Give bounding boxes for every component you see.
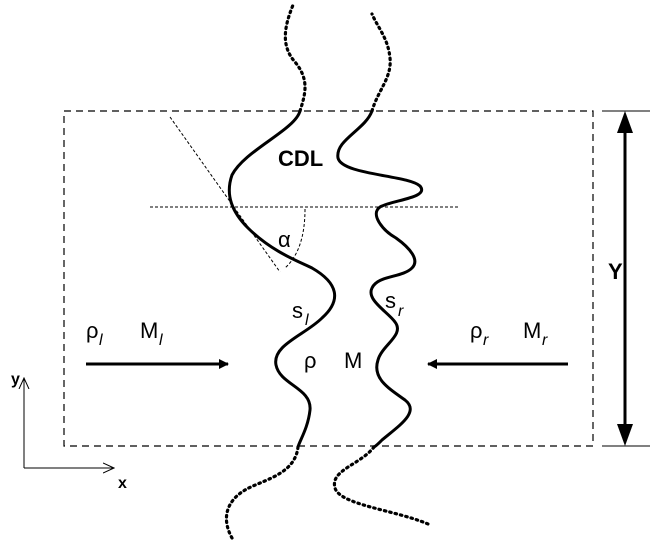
y-dimension-arrowhead-top	[617, 111, 633, 133]
y-dimension-arrowhead-bottom	[617, 424, 633, 446]
rho-left-label: ρ	[86, 318, 99, 343]
rho-right-subscript: r	[483, 332, 489, 349]
left-front-top-dotted	[283, 3, 307, 113]
right-front-top-dotted	[370, 12, 392, 113]
left-front-curve	[227, 110, 337, 448]
rho-center-label: ρ	[304, 348, 317, 373]
dimension-label: Y	[608, 259, 623, 284]
y-axis-label: y	[11, 371, 20, 388]
s-left-label: s	[292, 298, 303, 323]
alpha-label: α	[278, 227, 291, 252]
control-volume-box	[63, 110, 594, 447]
s-left-subscript: l	[305, 312, 309, 329]
m-left-label: M	[140, 318, 158, 343]
rho-right-label: ρ	[470, 318, 483, 343]
rho-left-subscript: l	[99, 332, 103, 349]
s-right-subscript: r	[398, 303, 404, 320]
left-front-bottom-dotted	[224, 445, 300, 540]
cdl-label: CDL	[278, 146, 323, 171]
m-right-label: M	[523, 318, 541, 343]
tangent-line	[169, 116, 281, 273]
m-center-label: M	[344, 348, 362, 373]
m-left-subscript: l	[159, 332, 163, 349]
m-right-subscript: r	[542, 332, 548, 349]
right-front-bottom-dotted	[332, 445, 430, 526]
x-axis-label: x	[118, 475, 127, 492]
angle-arc	[284, 208, 306, 269]
right-front-curve	[336, 110, 424, 449]
s-right-label: s	[385, 288, 396, 313]
